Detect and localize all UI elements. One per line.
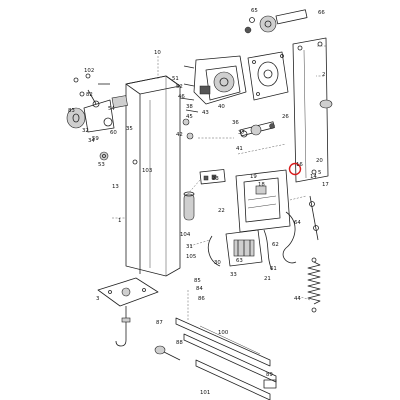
callout-label: 42 [176,132,183,138]
gearbox-cover [247,51,289,101]
gearbox [193,55,247,105]
callout-label: 22 [218,208,225,214]
callout-label: 82 [86,92,93,98]
leader-lines [112,45,326,320]
callout-label: 53 [98,162,105,168]
callout-label: 100 [218,330,229,336]
capacitor [183,191,195,221]
callout-label: 3 [96,296,99,302]
callout-label: 61 [270,266,277,272]
callout-label: 23 [212,176,219,182]
back-plate [292,37,333,183]
callout-label: 45 [186,114,193,120]
callout-label: 5 [318,170,321,176]
callout-label: 83 [68,108,75,114]
terminal-block [199,169,226,185]
callout-label: 46 [178,94,185,100]
callout-labels: 65 66 1 2 3 5 10 13 14 16 17 18 19 20 21… [68,8,329,396]
callout-label: 1 [118,218,121,224]
callout-label: 60 [110,130,117,136]
callout-label: 62 [272,242,279,248]
adjuster-rod [309,195,319,241]
callout-label: 2 [322,72,325,78]
callout-label: 101 [200,390,210,396]
callout-label: 63 [236,258,243,264]
callout-label: 65 [251,8,258,14]
boom-arm [175,317,277,400]
callout-label: 51 [172,76,179,82]
lever-knob [154,345,181,361]
callout-label: 18 [258,182,265,188]
callout-label: 88 [176,340,183,346]
callout-label: 59 [92,136,99,142]
callout-label: 38 [186,104,193,110]
mounting-bolts [179,65,199,140]
callout-label: 20 [316,158,323,164]
callout-label: 84 [196,286,203,292]
crank-assembly [66,89,128,133]
callout-label: 35 [126,126,133,132]
callout-label: 103 [142,168,152,174]
callout-label: 43 [202,110,209,116]
callout-label: 86 [198,296,205,302]
transformer [225,229,263,267]
anchor-bolt [115,306,131,347]
cable-harness [207,211,297,271]
callout-label: 30 [214,260,221,266]
callout-label: 105 [186,254,196,260]
callout-label: 17 [322,182,329,188]
callout-label: 44 [294,296,301,302]
callout-label: 104 [180,232,191,238]
column-housing [125,75,181,277]
callout-label: 21 [264,276,271,282]
callout-label: 19 [250,174,257,180]
callout-label: 40 [218,104,225,110]
gear-shaft [244,9,308,34]
callout-label: 33 [230,272,237,278]
callout-label: 37 [238,130,245,136]
fittings-top-left [73,73,110,161]
callout-label: 31 [186,244,193,250]
callout-label: 41 [236,146,243,152]
callout-label: 16 [296,162,303,168]
callout-label: 10 [154,50,161,56]
callout-label: 36 [232,120,239,126]
spring [307,257,321,313]
callout-label: 54 [108,106,115,112]
drive-shaft [239,121,275,138]
callout-label: 32 [82,128,89,134]
control-unit [235,169,291,233]
callout-label: 26 [282,114,289,120]
callout-label: 66 [318,10,325,16]
callout-label: 34 [88,138,95,144]
callout-label: 85 [194,278,201,284]
callout-label: 64 [294,220,301,226]
highlight-marker [288,162,302,176]
callout-label: 13 [112,184,119,190]
base-plate [97,277,159,307]
callout-label: 52 [176,84,183,90]
callout-label: 14 [310,174,317,180]
callout-label: 89 [266,372,273,378]
callout-label: 102 [84,68,94,74]
callout-label: 87 [156,320,163,326]
